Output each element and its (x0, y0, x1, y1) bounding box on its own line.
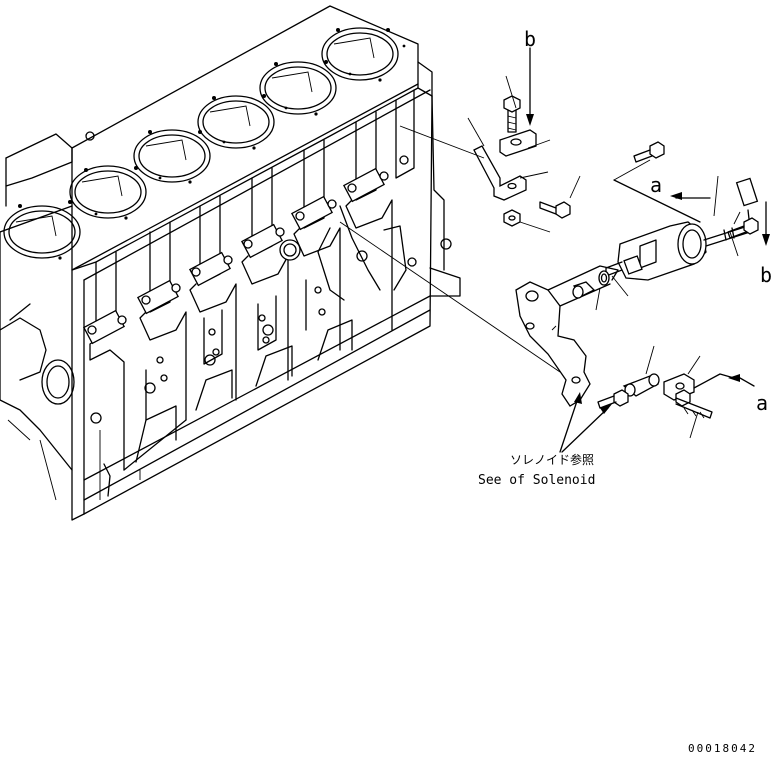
caption-japanese: ソレノイド参照 (510, 452, 594, 467)
arrow-up-icon (574, 392, 582, 404)
cap-bolts (87, 155, 452, 424)
callout-b-top: b (524, 27, 536, 51)
bolt-head-icon (613, 389, 629, 407)
deck-holes (18, 28, 406, 260)
arrow-up-icon (600, 404, 612, 414)
arrow-down-icon (526, 114, 534, 126)
arrow-left-icon (728, 374, 740, 382)
bolt-head-icon (743, 217, 759, 235)
arrow-down-icon (762, 234, 770, 246)
caption-english: See of Solenoid (478, 473, 595, 488)
mounting-plate (515, 281, 591, 407)
hex-nut (503, 209, 521, 227)
bearing-caps (83, 89, 415, 471)
callout-labels: b a b a (524, 27, 772, 415)
cylinder-bores (3, 27, 399, 259)
l-bracket (473, 145, 527, 201)
bolt-head-icon (675, 389, 691, 407)
callout-b-right: b (760, 263, 772, 287)
solenoid-mounting-plate (339, 221, 755, 453)
bolt-head-icon (649, 141, 665, 159)
drawing-number: 00018042 (688, 742, 757, 755)
mounting-bracket (499, 129, 537, 157)
arrow-left-icon (670, 192, 682, 200)
solenoid-reference-caption: ソレノイド参照 See of Solenoid (478, 452, 595, 488)
callout-a-bottom: a (756, 391, 768, 415)
cylinder-block (0, 5, 461, 521)
solenoid-assembly (605, 141, 770, 281)
bolt-head-icon (503, 95, 521, 113)
bolt-head-icon (555, 201, 571, 219)
callout-a-top: a (650, 173, 662, 197)
upper-bracket-group (399, 47, 581, 233)
